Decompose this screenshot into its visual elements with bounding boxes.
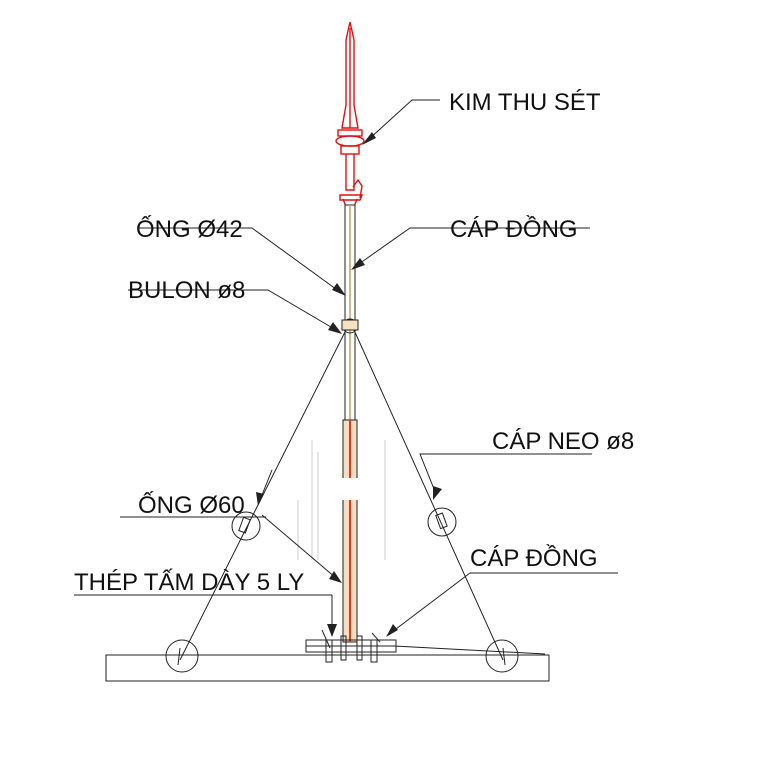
bolt-m8 (341, 318, 359, 334)
label-bulon: BULON ø8 (128, 277, 245, 304)
label-cap-neo: CÁP NEO ø8 (492, 428, 634, 455)
label-ong-60: ỐNG Ø60 (138, 491, 245, 519)
label-thep-tam: THÉP TẤM DÀY 5 LY (74, 568, 304, 596)
anchor-ring (485, 639, 519, 673)
base-plate (105, 629, 550, 682)
foundation-block (105, 654, 550, 682)
air-terminal (335, 21, 365, 213)
pipe-42 (344, 204, 356, 421)
pipe-60 (340, 419, 360, 643)
anchor-rings (165, 507, 519, 673)
air-terminal-collar (337, 129, 363, 137)
label-cap-dong-top: CÁP ĐỒNG (450, 215, 578, 243)
label-ong-42: ỐNG Ø42 (136, 215, 243, 243)
label-kim-thu-set: KIM THU SÉT (449, 89, 601, 116)
anchor-ring (231, 511, 261, 541)
label-cap-dong-bottom: CÁP ĐỒNG (470, 544, 598, 572)
leader-lines (74, 99, 618, 637)
labels: KIM THU SÉT ỐNG Ø42 CÁP ĐỒNG BULON ø8 CÁ… (74, 89, 634, 596)
anchor-ring (427, 507, 457, 537)
anchor-ring (165, 639, 199, 673)
construction-lines (297, 440, 386, 560)
